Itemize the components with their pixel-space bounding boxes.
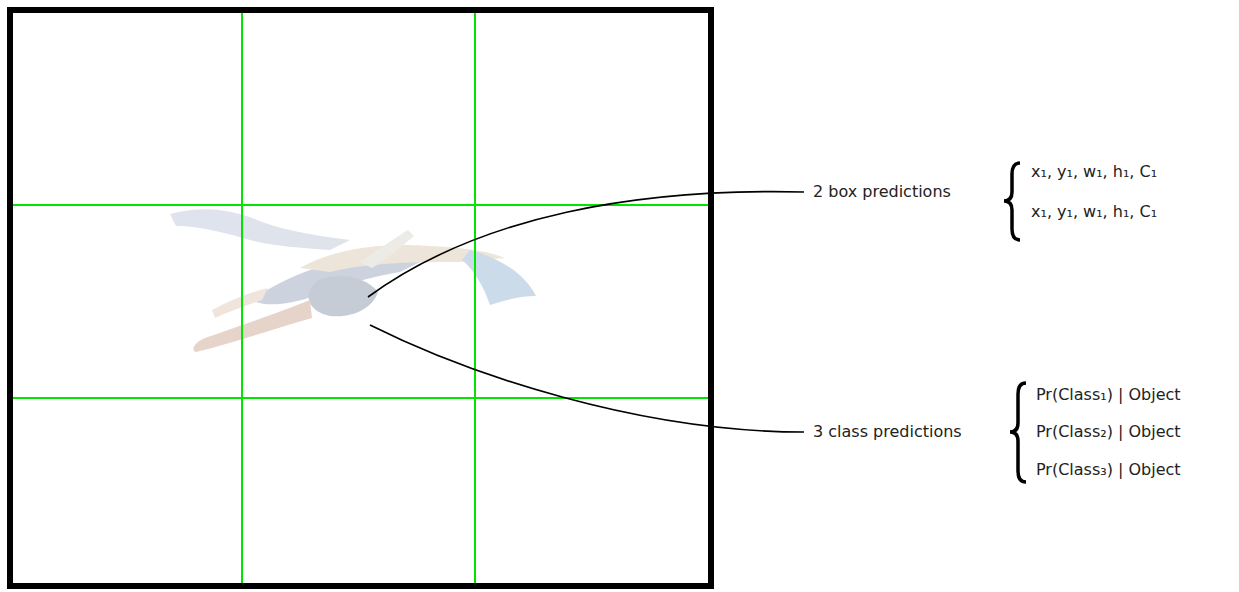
class-prediction: Pr(Class₁) | Object xyxy=(1036,385,1181,405)
class-prediction: Pr(Class₂) | Object xyxy=(1036,422,1181,442)
leader-line xyxy=(370,325,804,432)
group-label: 2 box predictions xyxy=(813,182,951,202)
curly-brace xyxy=(1004,163,1020,240)
bird-picture xyxy=(170,209,536,352)
box-prediction: x₁, y₁, w₁, h₁, C₁ xyxy=(1031,202,1157,222)
leader-line xyxy=(368,192,804,297)
image-frame xyxy=(10,10,711,586)
box-prediction: x₁, y₁, w₁, h₁, C₁ xyxy=(1031,162,1157,182)
curly-brace xyxy=(1010,383,1026,482)
grid-lines xyxy=(12,12,708,584)
group-label: 3 class predictions xyxy=(813,422,962,442)
class-prediction: Pr(Class₃) | Object xyxy=(1036,460,1181,480)
